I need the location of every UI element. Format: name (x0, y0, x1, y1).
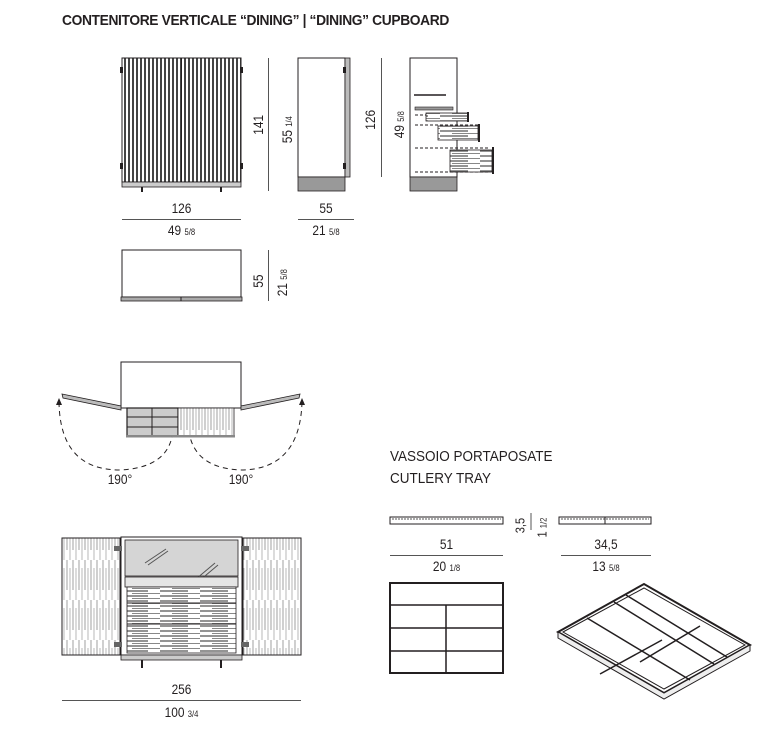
cutlery-tray-title-en: CUTLERY TRAY (390, 470, 492, 487)
dim-line-tray-depth (561, 555, 651, 556)
side-depth-in: 21 5/8 (302, 222, 350, 238)
front-height-cm: 141 (250, 114, 266, 135)
page-title: CONTENITORE VERTICALE “DINING” | “DINING… (62, 12, 449, 29)
top-depth-in: 21 5/8 (274, 254, 290, 297)
dim-line-front-height (268, 58, 269, 191)
front-width-cm: 126 (171, 200, 192, 216)
tray-width-in-value: 20 (432, 558, 447, 574)
dim-line-side-height (381, 58, 382, 177)
side-height-in: 49 5/8 (391, 96, 407, 139)
top-depth-in-frac: 5/8 (279, 269, 289, 280)
tray-height-in: 1 1/2 (535, 504, 550, 538)
tray-depth-in-value: 13 (592, 558, 606, 574)
side-depth-cm: 55 (319, 200, 333, 216)
open-width-in: 100 3/4 (80, 704, 283, 720)
tray-depth-cm: 34,5 (594, 536, 618, 552)
tray-width-cm: 51 (439, 536, 454, 552)
tray-width-in-frac: 1/8 (449, 563, 461, 573)
tray-width-in: 20 1/8 (398, 558, 494, 574)
side-height-in-frac: 5/8 (396, 111, 406, 122)
front-width-in-frac: 5/8 (184, 227, 196, 237)
top-view-drawing (120, 249, 243, 302)
tray-depth-in-frac: 5/8 (608, 563, 620, 573)
front-height-in: 55 1/4 (279, 101, 295, 144)
cutlery-tray-isometric (555, 582, 753, 700)
right-door-angle: 190° (228, 471, 254, 487)
section-view-drawing (409, 57, 494, 192)
side-height-cm: 126 (362, 109, 378, 130)
open-width-cm: 256 (171, 681, 192, 697)
cutlery-tray-profiles (389, 513, 652, 530)
left-door-angle: 190° (107, 471, 133, 487)
side-height-in-value: 49 (391, 125, 407, 139)
open-front-view-drawing (61, 536, 302, 668)
side-depth-in-value: 21 (312, 222, 326, 238)
open-width-in-value: 100 (164, 704, 185, 720)
front-width-in: 49 5/8 (131, 222, 232, 238)
dim-line-top-depth (268, 250, 269, 301)
plan-view-drawing (56, 361, 305, 471)
dim-line-front-width (122, 219, 241, 220)
cutlery-tray-plan (389, 582, 504, 674)
side-view-drawing (297, 57, 351, 192)
dim-line-side-depth (298, 219, 354, 220)
side-depth-in-frac: 5/8 (328, 227, 340, 237)
open-width-in-frac: 3/4 (187, 709, 199, 719)
top-depth-cm: 55 (250, 274, 266, 288)
tray-depth-in: 13 5/8 (568, 558, 645, 574)
top-depth-in-value: 21 (274, 283, 290, 297)
tray-height-in-frac: 1/2 (538, 517, 549, 529)
tray-height-cm: 3,5 (512, 517, 528, 534)
front-height-in-frac: 1/4 (284, 116, 294, 127)
dim-line-tray-width (390, 555, 503, 556)
tray-height-in-value: 1 (534, 531, 550, 538)
front-height-in-value: 55 (279, 130, 295, 144)
front-width-in-value: 49 (167, 222, 182, 238)
dim-line-open-width (62, 700, 301, 701)
cutlery-tray-title-it: VASSOIO PORTAPOSATE (390, 448, 553, 465)
front-view-drawing (120, 57, 243, 192)
